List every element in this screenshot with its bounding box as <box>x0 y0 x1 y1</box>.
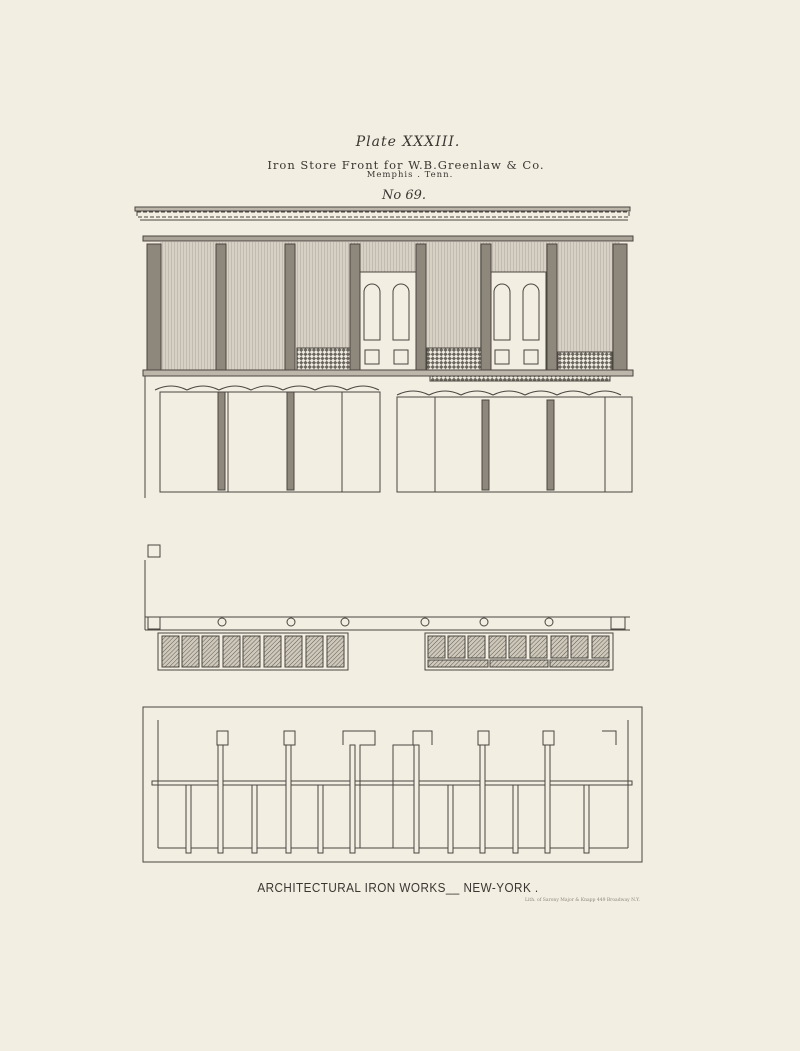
floor-plan <box>144 544 630 671</box>
plate-subtitle: Iron Store Front for W.B.Greenlaw & Co. <box>267 158 545 172</box>
plate-location: Memphis . Tenn. <box>366 170 454 180</box>
plate-label: Plate XXXIII. <box>355 134 461 150</box>
lithographer-imprint: Lith. of Sarony Major & Knapp 449 Broadw… <box>525 898 641 903</box>
footer-caption: ARCHITECTURAL IRON WORKS__ NEW-YORK . <box>257 880 539 895</box>
section-plan <box>142 706 643 863</box>
plate-number: No 69. <box>381 188 426 203</box>
front-elevation <box>134 206 634 498</box>
